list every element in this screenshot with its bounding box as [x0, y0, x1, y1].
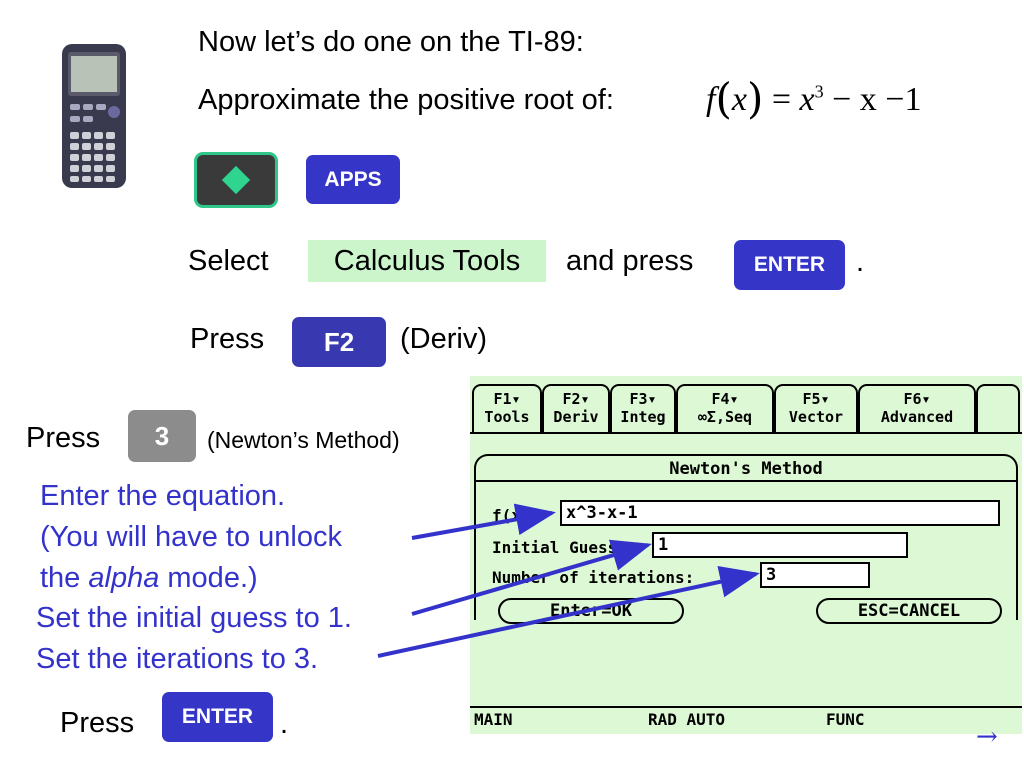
eq-x: x — [731, 81, 747, 118]
note-alpha-mode: the alpha mode.) — [40, 562, 258, 594]
note-enter-equation: Enter the equation. — [40, 480, 286, 512]
note-initial-guess: Set the initial guess to 1. — [36, 602, 352, 634]
tab-f2-deriv[interactable]: F2▾Deriv — [542, 384, 610, 432]
arrow-to-fx — [411, 503, 556, 540]
press-label-3: Press — [26, 422, 101, 454]
next-slide-arrow-icon[interactable]: → — [976, 722, 998, 752]
enter-key-2[interactable]: ENTER — [162, 692, 273, 742]
iterations-input[interactable]: 3 — [760, 562, 870, 588]
apps-key[interactable]: APPS — [306, 155, 400, 204]
status-mode: RAD AUTO — [648, 710, 726, 729]
ti89-calculator-image — [62, 44, 126, 188]
arrow-to-guess — [411, 539, 652, 616]
eq-rhs-x: x — [799, 81, 815, 118]
calculus-tools-highlight: Calculus Tools — [308, 240, 546, 282]
enter-key-1[interactable]: ENTER — [734, 240, 845, 290]
status-main: MAIN — [474, 710, 513, 729]
select-period: . — [856, 246, 865, 278]
tab-f5-vector[interactable]: F5▾Vector — [774, 384, 858, 432]
calculator-screen: F1▾Tools F2▾Deriv F3▾Integ F4▾∞Σ,Seq F5▾… — [470, 376, 1022, 734]
note-iterations: Set the iterations to 3. — [36, 643, 319, 675]
deriv-note: (Deriv) — [400, 323, 487, 355]
press-label-enter: Press — [60, 707, 135, 739]
diamond-key[interactable] — [194, 152, 278, 208]
status-divider — [470, 706, 1022, 708]
tab-empty — [976, 384, 1020, 432]
enter-period: . — [280, 708, 289, 740]
three-key[interactable]: 3 — [128, 410, 196, 462]
eq-f: f — [706, 81, 716, 118]
tab-divider — [470, 432, 1022, 434]
fx-input[interactable]: x^3-x-1 — [560, 500, 1000, 526]
newtons-method-note: (Newton’s Method) — [207, 427, 400, 453]
intro-line-2: Approximate the positive root of: — [198, 84, 614, 116]
dialog-title-divider — [474, 480, 1018, 482]
f2-key[interactable]: F2 — [292, 317, 386, 367]
arrow-to-iterations — [377, 565, 760, 658]
tab-f1-tools[interactable]: F1▾Tools — [472, 384, 542, 432]
select-label: Select — [188, 245, 269, 277]
press-label-f2: Press — [190, 323, 265, 355]
esc-cancel-button[interactable]: ESC=CANCEL — [816, 598, 1002, 624]
initial-guess-label: Initial Guess: — [492, 538, 627, 557]
tab-f6-advanced[interactable]: F6▾Advanced — [858, 384, 976, 432]
initial-guess-input[interactable]: 1 — [652, 532, 908, 558]
intro-line-1: Now let’s do one on the TI-89: — [198, 26, 584, 58]
tab-f3-integ[interactable]: F3▾Integ — [610, 384, 676, 432]
eq-exponent: 3 — [814, 81, 824, 102]
dialog-title: Newton's Method — [474, 454, 1018, 480]
dialog-right-border — [1016, 480, 1018, 620]
note-unlock: (You will have to unlock — [40, 521, 342, 553]
equation: f(x) = x3 − x −1 — [706, 74, 922, 123]
tab-f4-seq[interactable]: F4▾∞Σ,Seq — [676, 384, 774, 432]
dialog-left-border — [474, 480, 476, 620]
status-func: FUNC — [826, 710, 865, 729]
and-press-label: and press — [566, 245, 694, 277]
iterations-label: Number of iterations: — [492, 568, 695, 587]
eq-rest: − x −1 — [832, 81, 922, 118]
